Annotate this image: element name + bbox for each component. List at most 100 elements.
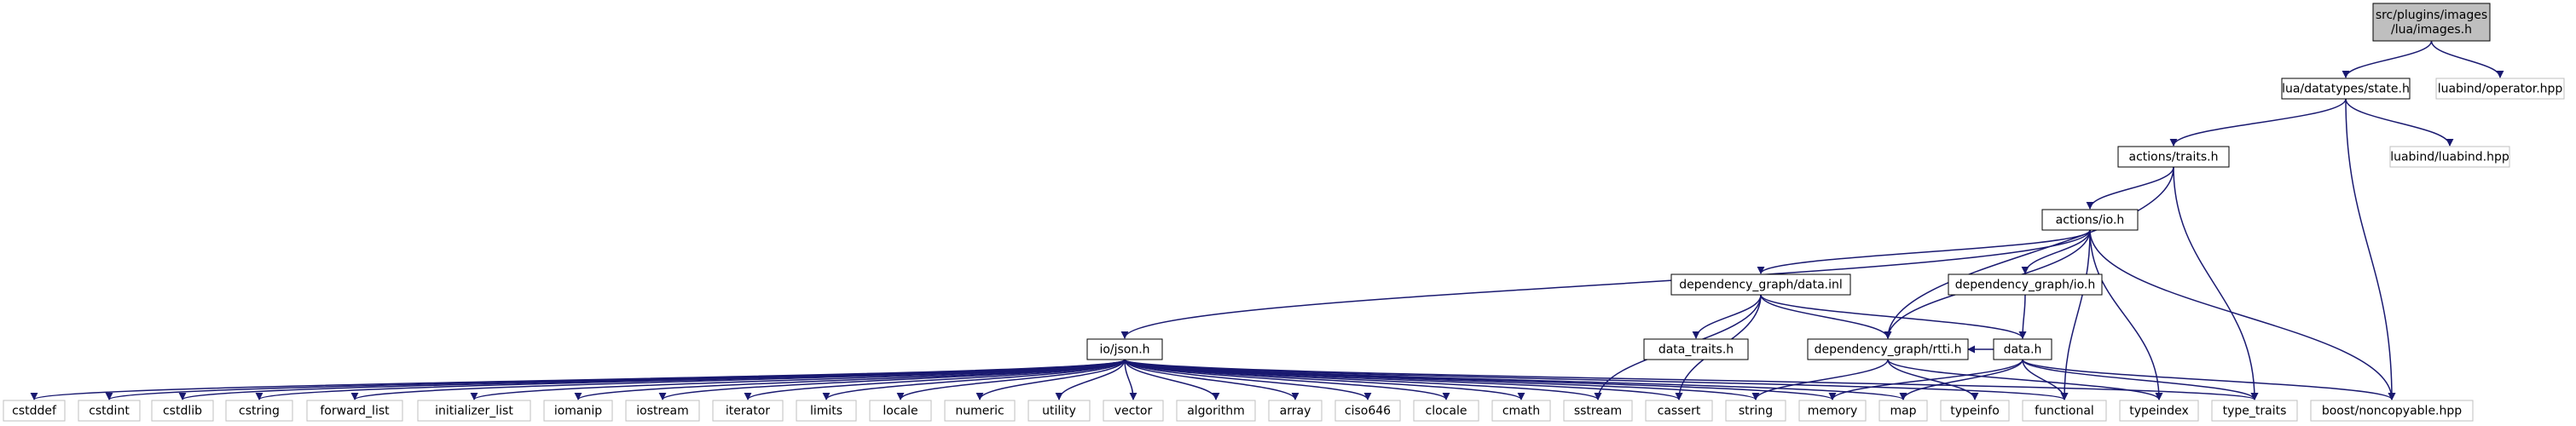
node-label: utility <box>1042 405 1076 418</box>
node-data-traits[interactable]: data_traits.h <box>1643 338 1749 360</box>
node-cstdlib[interactable]: cstdlib <box>151 400 214 422</box>
node-label: forward_list <box>320 405 390 418</box>
edge-io_json-to-clocale <box>1124 359 1450 400</box>
edge-io_json-to-utility <box>1055 359 1126 400</box>
edge-actions_traits-to-dg_rtti <box>1884 166 2174 339</box>
node-box <box>1268 400 1323 422</box>
node-algorithm[interactable]: algorithm <box>1176 400 1256 422</box>
node-label: locale <box>883 405 918 418</box>
node-cstdint[interactable]: cstdint <box>78 400 141 422</box>
node-numeric[interactable]: numeric <box>944 400 1016 422</box>
node-utility[interactable]: utility <box>1028 400 1091 422</box>
node-dg-rtti[interactable]: dependency_graph/rtti.h <box>1807 338 1969 360</box>
edge-data_h-to-map <box>1899 359 2023 400</box>
node-box <box>1993 338 2052 360</box>
edge-actions_io-to-dg_io <box>2021 229 2091 274</box>
node-state-h[interactable]: lua/datatypes/state.h <box>2281 78 2411 100</box>
node-box <box>1563 400 1633 422</box>
node-label: src/plugins/images <box>2376 9 2487 22</box>
node-vector[interactable]: vector <box>1103 400 1164 422</box>
edges-layer <box>31 40 2504 400</box>
node-cmath[interactable]: cmath <box>1491 400 1551 422</box>
node-label: typeindex <box>2129 405 2189 418</box>
node-label: io/json.h <box>1099 343 1149 357</box>
node-box <box>796 400 857 422</box>
edge-images_h-to-luabind_operator <box>2430 40 2504 78</box>
node-label: cassert <box>1658 405 1701 418</box>
node-io-json[interactable]: io/json.h <box>1086 338 1163 360</box>
node-cstddef[interactable]: cstddef <box>3 400 66 422</box>
node-box <box>1086 338 1163 360</box>
node-initializer-list[interactable]: initializer_list <box>417 400 531 422</box>
node-label: numeric <box>955 405 1004 418</box>
node-box <box>1334 400 1401 422</box>
node-cassert[interactable]: cassert <box>1645 400 1713 422</box>
node-box <box>944 400 1016 422</box>
node-label: iomanip <box>554 405 602 418</box>
node-label: boost/noncopyable.hpp <box>2322 405 2462 418</box>
node-label: typeinfo <box>1950 405 2000 418</box>
node-iterator[interactable]: iterator <box>712 400 784 422</box>
node-label: algorithm <box>1187 405 1245 418</box>
node-label: map <box>1890 405 1916 418</box>
node-data-h[interactable]: data.h <box>1993 338 2052 360</box>
node-map[interactable]: map <box>1878 400 1928 422</box>
node-images-h[interactable]: src/plugins/images/lua/images.h <box>2372 3 2491 42</box>
node-label: dependency_graph/data.inl <box>1679 279 1843 292</box>
node-type-traits[interactable]: type_traits <box>2211 400 2298 422</box>
node-memory[interactable]: memory <box>1798 400 1867 422</box>
node-dg-io[interactable]: dependency_graph/io.h <box>1948 273 2103 296</box>
edge-io_json-to-numeric <box>975 359 1126 400</box>
node-box <box>1948 273 2103 296</box>
node-array[interactable]: array <box>1268 400 1323 422</box>
edge-state_h-to-luabind_luabind <box>2345 98 2454 147</box>
node-label: vector <box>1114 405 1153 418</box>
nodes-layer: src/plugins/images/lua/images.h lua/datat… <box>3 3 2565 422</box>
node-iostream[interactable]: iostream <box>625 400 700 422</box>
node-iomanip[interactable]: iomanip <box>543 400 613 422</box>
node-functional[interactable]: functional <box>2022 400 2107 422</box>
node-box <box>1103 400 1164 422</box>
node-label: cstring <box>239 405 280 418</box>
edge-io_json-to-iostream <box>658 359 1126 400</box>
node-typeinfo[interactable]: typeinfo <box>1940 400 2010 422</box>
node-box <box>1176 400 1256 422</box>
node-cstring[interactable]: cstring <box>225 400 293 422</box>
node-locale[interactable]: locale <box>869 400 932 422</box>
node-clocale[interactable]: clocale <box>1413 400 1479 422</box>
node-label: iostream <box>636 405 689 418</box>
node-label: data_traits.h <box>1658 343 1734 357</box>
node-actions-io[interactable]: actions/io.h <box>2041 209 2139 231</box>
edge-actions_io-to-typeindex <box>2089 229 2163 400</box>
node-limits[interactable]: limits <box>796 400 857 422</box>
edge-io_json-to-initializer_list <box>470 359 1126 400</box>
edge-images_h-to-state_h <box>2342 40 2433 78</box>
edge-actions_io-to-dg_data_inl <box>1757 229 2091 274</box>
node-forward-list[interactable]: forward_list <box>306 400 403 422</box>
node-label: cstdlib <box>163 405 202 418</box>
edge-io_json-to-iterator <box>744 359 1126 400</box>
node-box <box>2041 209 2139 231</box>
edge-actions_traits-to-type_traits <box>2173 166 2259 400</box>
node-sstream[interactable]: sstream <box>1563 400 1633 422</box>
node-string[interactable]: string <box>1725 400 1786 422</box>
node-label: iterator <box>726 405 770 418</box>
node-label: array <box>1280 405 1311 418</box>
node-typeindex[interactable]: typeindex <box>2119 400 2199 422</box>
node-label: cstdint <box>89 405 130 418</box>
node-box <box>1807 338 1969 360</box>
node-actions-traits[interactable]: actions/traits.h <box>2117 146 2230 168</box>
edge-dg_data_inl-to-data_h <box>1760 294 2027 339</box>
node-box <box>1645 400 1713 422</box>
node-label: dependency_graph/io.h <box>1955 279 2095 292</box>
node-luabind-operator[interactable]: luabind/operator.hpp <box>2435 78 2565 100</box>
node-luabind-luabind[interactable]: luabind/luabind.hpp <box>2389 146 2510 168</box>
node-dg-data-inl[interactable]: dependency_graph/data.inl <box>1670 273 1851 296</box>
edge-io_json-to-ciso646 <box>1124 359 1372 400</box>
node-label: cstddef <box>12 405 57 418</box>
node-box <box>151 400 214 422</box>
node-box <box>417 400 531 422</box>
node-label: memory <box>1808 405 1858 418</box>
node-ciso646[interactable]: ciso646 <box>1334 400 1401 422</box>
node-boost-noncopyable[interactable]: boost/noncopyable.hpp <box>2310 400 2474 422</box>
